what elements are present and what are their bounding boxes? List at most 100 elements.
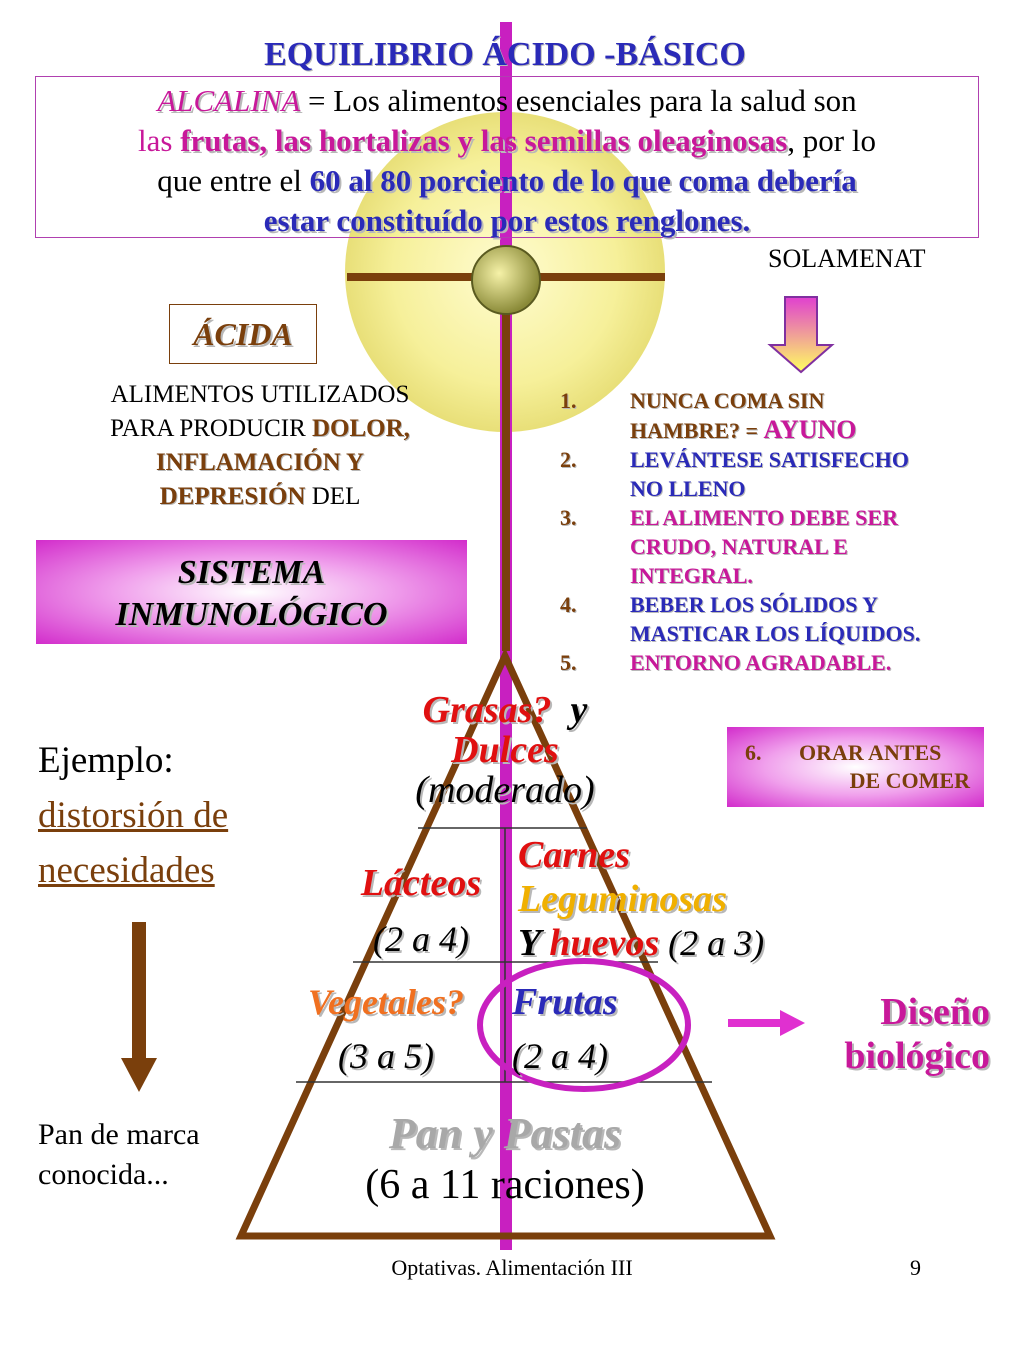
rule-5-line-1: ENTORNO AGRADABLE. [630, 650, 892, 675]
pyramid-carnes: Carnes Leguminosas Y huevos (2 a 3) [518, 833, 838, 965]
definition-line-1: ALCALINA = Los alimentos esenciales para… [36, 81, 978, 121]
pyramid-lacteos: Lácteos (2 a 4) [340, 855, 502, 967]
ejemplo-line-1: distorsión de [38, 795, 229, 836]
carnes-portion: (2 a 3) [659, 923, 765, 963]
right-arrow-icon [780, 1010, 805, 1036]
pyramid-frutas: Frutas (2 a 4) [512, 975, 652, 1083]
food-pyramid-outline [235, 647, 776, 1240]
magenta-arrow-shaft [728, 1019, 783, 1027]
pan-marca-line-1: Pan de marca [38, 1118, 200, 1151]
acida-text-1: ALIMENTOS UTILIZADOS [110, 381, 410, 408]
rule-1-line-1: NUNCA COMA SIN [630, 388, 825, 413]
definition-por-lo: , por lo [787, 123, 876, 158]
acida-text-2-line: PARA PRODUCIR DOLOR, [40, 412, 480, 446]
ejemplo-block: Ejemplo: distorsión de necesidades [38, 733, 228, 898]
huevos-line: Y huevos (2 a 3) [518, 921, 838, 965]
leguminosas-label: Leguminosas [518, 878, 728, 920]
rule-3-line-1: EL ALIMENTO DEBE SER [630, 505, 898, 530]
acida-text-3-line: DEPRESIÓN DEL [40, 480, 480, 514]
pan-marca-text: Pan de marca conocida... [38, 1115, 200, 1195]
grasas-y: y [570, 689, 588, 731]
diseno-line-1: Diseño [880, 991, 990, 1033]
acida-text-3: DEL [305, 483, 361, 510]
rule-4-line-2: MASTICAR LOS LÍQUIDOS. [630, 621, 921, 646]
diseno-biologico-label: Diseño biológico [790, 990, 990, 1078]
rule-item-4: 4. BEBER LOS SÓLIDOS Y MASTICAR LOS LÍQU… [560, 590, 1000, 648]
acida-text-2: PARA PRODUCIR [110, 415, 312, 442]
alcalina-definition-box: ALCALINA = Los alimentos esenciales para… [35, 76, 979, 238]
acida-depresion: DEPRESIÓN [159, 483, 306, 510]
rule-item-2: 2. LEVÁNTESE SATISFECHO NO LLENO [560, 445, 1000, 503]
brown-down-arrow-icon [121, 1058, 157, 1092]
grasas-line: Grasas? y [380, 690, 630, 730]
rule-1-ayuno: AYUNO [763, 415, 857, 444]
ejemplo-line-2: necesidades [38, 850, 215, 891]
orar-text-1: ORAR ANTES [799, 740, 942, 765]
definition-las: las [138, 123, 173, 158]
orar-text-2: DE COMER [849, 768, 970, 793]
brown-arrow-shaft [132, 922, 146, 1062]
sistema-line-2: INMUNOLÓGICO [115, 596, 388, 633]
grasas-label: Grasas? [422, 689, 552, 731]
rule-2-line-2: NO LLENO [630, 476, 746, 501]
acida-inflamacion: INFLAMACIÓN Y [155, 449, 365, 476]
page-number: 9 [910, 1255, 921, 1280]
frutas-highlight-ellipse [477, 958, 691, 1092]
rule-1-line-2: HAMBRE? = AYUNO [630, 415, 1000, 445]
acida-description: ALIMENTOS UTILIZADOS PARA PRODUCIR DOLOR… [40, 378, 480, 514]
pyramid-vegetales: Vegetales? (3 a 5) [286, 975, 486, 1083]
definition-line-2: las frutas, las hortalizas y las semilla… [36, 121, 978, 161]
rule-number: 1. [560, 388, 577, 413]
sistema-inmunologico-box: SISTEMA INMUNOLÓGICO [36, 540, 467, 644]
frutas-label: Frutas [512, 981, 618, 1023]
definition-que-entre: que entre el [157, 163, 310, 198]
huevos-y: Y [518, 922, 550, 964]
scale-knob [471, 245, 541, 315]
lacteos-portion: (2 a 4) [373, 919, 469, 959]
acida-label-box: ÁCIDA [169, 304, 317, 364]
huevos-label: huevos [549, 922, 660, 964]
carnes-label: Carnes [518, 834, 630, 876]
orar-number: 6. [745, 740, 762, 765]
rule-item-3: 3. EL ALIMENTO DEBE SER CRUDO, NATURAL E… [560, 503, 1000, 590]
rule-3-line-2: CRUDO, NATURAL E [630, 534, 848, 559]
ejemplo-label: Ejemplo: [38, 740, 174, 781]
rule-number: 4. [560, 592, 577, 617]
definition-percent-2: estar constituído por estos renglones. [263, 203, 751, 238]
pan-pastas-label: Pan y Pastas [388, 1109, 622, 1158]
alcalina-term: ALCALINA [157, 83, 301, 118]
rule-number: 3. [560, 505, 577, 530]
pan-marca-line-2: conocida... [38, 1158, 169, 1191]
down-arrow-icon [767, 296, 835, 374]
vegetales-portion: (3 a 5) [338, 1036, 434, 1076]
sistema-line-1: SISTEMA [177, 554, 326, 591]
rule-number: 2. [560, 447, 577, 472]
definition-foods: frutas, las hortalizas y las semillas ol… [180, 123, 788, 158]
moderado-label: (moderado) [415, 769, 595, 811]
orar-rule-box: 6. ORAR ANTES DE COMER [727, 727, 984, 807]
rule-3-line-3: INTEGRAL. [630, 563, 753, 588]
scale-stem [502, 281, 510, 651]
lacteos-label: Lácteos [360, 862, 482, 904]
rule-2-line-1: LEVÁNTESE SATISFECHO [630, 447, 909, 472]
rule-4-line-1: BEBER LOS SÓLIDOS Y [630, 592, 878, 617]
page-title: EQUILIBRIO ÁCIDO -BÁSICO [264, 36, 746, 73]
vegetales-label: Vegetales? [308, 982, 464, 1022]
solamenat-label: SOLAMENAT [768, 244, 926, 273]
rule-number: 5. [560, 650, 577, 675]
definition-eq: = Los alimentos esenciales para la salud… [300, 83, 857, 118]
rule-1-hambre: HAMBRE? = [630, 418, 764, 443]
eating-rules-list: 1. NUNCA COMA SIN HAMBRE? = AYUNO 2. LEV… [560, 386, 1000, 677]
rule-item-5: 5. ENTORNO AGRADABLE. [560, 648, 1000, 677]
frutas-portion: (2 a 4) [512, 1036, 608, 1076]
dulces-label: Dulces [451, 729, 559, 771]
footer-text: Optativas. Alimentación III [391, 1255, 633, 1280]
definition-line-3: que entre el 60 al 80 porciento de lo qu… [36, 161, 978, 201]
rule-item-1: 1. NUNCA COMA SIN HAMBRE? = AYUNO [560, 386, 1000, 445]
pan-portion: (6 a 11 raciones) [365, 1162, 645, 1208]
pyramid-pan: Pan y Pastas (6 a 11 raciones) [280, 1108, 730, 1210]
definition-percent-1: 60 al 80 porciento de lo que coma deberí… [309, 163, 857, 198]
diseno-line-2: biológico [844, 1035, 990, 1077]
orar-line-1: 6. ORAR ANTES [739, 739, 972, 767]
